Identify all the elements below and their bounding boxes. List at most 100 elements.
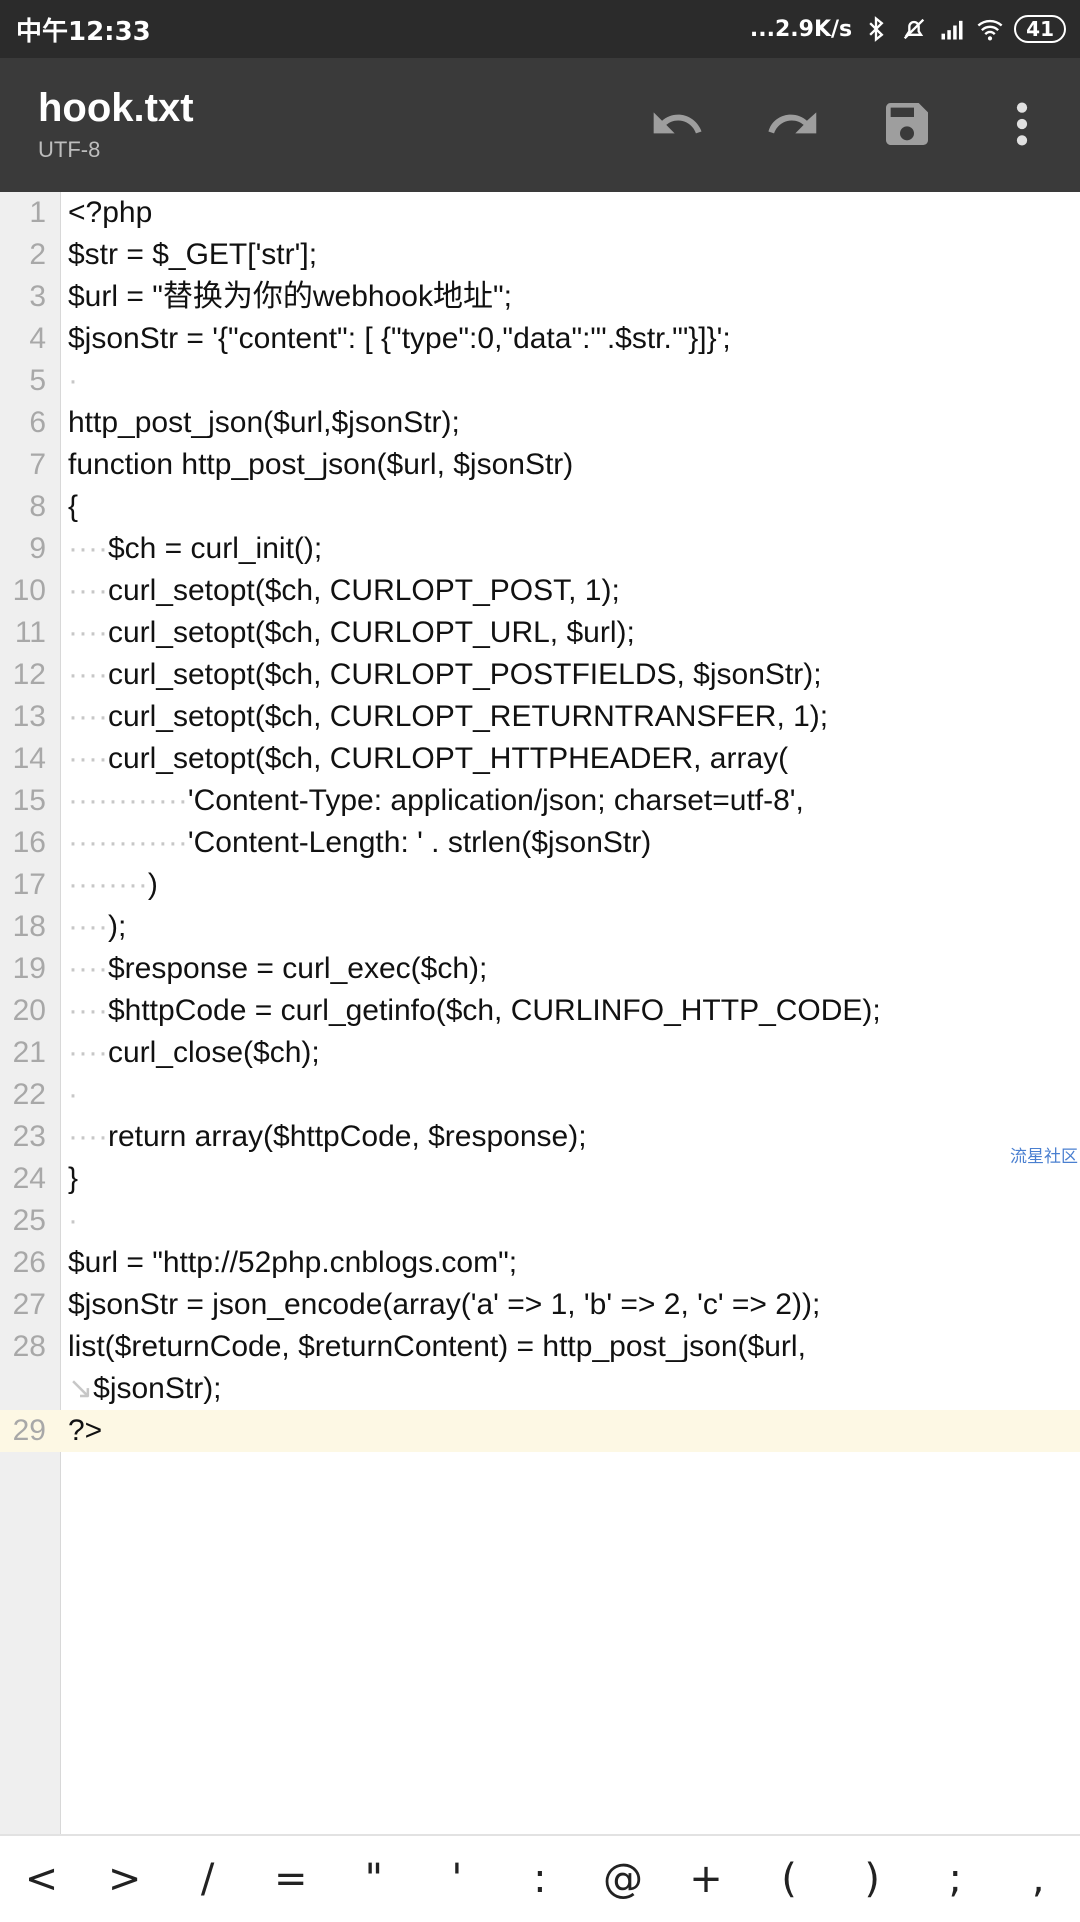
code-content[interactable]: <?php bbox=[68, 196, 153, 229]
symbol-key[interactable]: = bbox=[273, 1856, 308, 1902]
code-text[interactable]: ····); bbox=[68, 906, 126, 948]
symbol-key[interactable]: ; bbox=[948, 1856, 962, 1902]
code-line[interactable]: 25· bbox=[0, 1200, 1080, 1242]
code-line[interactable]: 21····curl_close($ch); bbox=[0, 1032, 1080, 1074]
code-text[interactable]: <?php bbox=[68, 192, 152, 234]
code-line[interactable]: 3$url = "替换为你的webhook地址"; bbox=[0, 276, 1080, 318]
code-content[interactable]: ) bbox=[147, 868, 158, 901]
code-text[interactable]: · bbox=[68, 1074, 78, 1116]
code-line[interactable]: 9····$ch = curl_init(); bbox=[0, 528, 1080, 570]
code-line[interactable]: 18····); bbox=[0, 906, 1080, 948]
code-text[interactable]: ····return array($httpCode, $response); bbox=[68, 1116, 587, 1158]
code-text[interactable]: ····curl_setopt($ch, CURLOPT_RETURNTRANS… bbox=[68, 696, 828, 738]
code-line[interactable]: 2$str = $_GET['str']; bbox=[0, 234, 1080, 276]
code-line[interactable]: 8{ bbox=[0, 486, 1080, 528]
code-line[interactable]: 4$jsonStr = '{"content": [ {"type":0,"da… bbox=[0, 318, 1080, 360]
code-content[interactable]: $url = "http://52php.cnblogs.com"; bbox=[68, 1246, 518, 1279]
code-content[interactable]: 'Content-Type: application/json; charset… bbox=[187, 784, 804, 817]
code-content[interactable]: curl_setopt($ch, CURLOPT_URL, $url); bbox=[107, 616, 635, 649]
code-text[interactable]: { bbox=[68, 486, 78, 528]
code-text[interactable]: ····$httpCode = curl_getinfo($ch, CURLIN… bbox=[68, 990, 881, 1032]
save-button[interactable] bbox=[875, 92, 939, 156]
symbol-key[interactable]: < bbox=[24, 1856, 59, 1902]
code-line[interactable]: 1<?php bbox=[0, 192, 1080, 234]
code-line[interactable]: 17········) bbox=[0, 864, 1080, 906]
code-text[interactable]: ····curl_setopt($ch, CURLOPT_POSTFIELDS,… bbox=[68, 654, 822, 696]
code-text[interactable]: ············'Content-Type: application/j… bbox=[68, 780, 804, 822]
code-content[interactable]: ?> bbox=[68, 1414, 103, 1447]
code-content[interactable]: $jsonStr = json_encode(array('a' => 1, '… bbox=[68, 1288, 821, 1321]
code-text[interactable]: $url = "替换为你的webhook地址"; bbox=[68, 276, 512, 318]
code-line[interactable]: 16············'Content-Length: ' . strle… bbox=[0, 822, 1080, 864]
code-content[interactable]: list($returnCode, $returnContent) = http… bbox=[68, 1330, 806, 1363]
code-text[interactable]: ············'Content-Length: ' . strlen(… bbox=[68, 822, 651, 864]
code-text[interactable]: ····$ch = curl_init(); bbox=[68, 528, 322, 570]
symbol-key[interactable]: ( bbox=[781, 1856, 797, 1902]
code-line[interactable]: 27$jsonStr = json_encode(array('a' => 1,… bbox=[0, 1284, 1080, 1326]
code-line[interactable]: 10····curl_setopt($ch, CURLOPT_POST, 1); bbox=[0, 570, 1080, 612]
code-content[interactable]: curl_close($ch); bbox=[107, 1036, 320, 1069]
code-content[interactable]: $url = "替换为你的webhook地址"; bbox=[68, 280, 512, 313]
code-content[interactable]: $httpCode = curl_getinfo($ch, CURLINFO_H… bbox=[107, 994, 881, 1027]
undo-button[interactable] bbox=[645, 92, 709, 156]
code-content[interactable]: return array($httpCode, $response); bbox=[107, 1120, 587, 1153]
code-text[interactable]: $jsonStr = '{"content": [ {"type":0,"dat… bbox=[68, 318, 731, 360]
code-text[interactable]: ?> bbox=[68, 1410, 102, 1452]
code-content[interactable]: curl_setopt($ch, CURLOPT_POSTFIELDS, $js… bbox=[107, 658, 822, 691]
file-encoding[interactable]: UTF-8 bbox=[38, 137, 101, 162]
code-line[interactable]: 20····$httpCode = curl_getinfo($ch, CURL… bbox=[0, 990, 1080, 1032]
code-content[interactable]: curl_setopt($ch, CURLOPT_HTTPHEADER, arr… bbox=[107, 742, 789, 775]
code-text[interactable]: } bbox=[68, 1158, 78, 1200]
code-text[interactable]: ····curl_setopt($ch, CURLOPT_HTTPHEADER,… bbox=[68, 738, 788, 780]
code-content[interactable]: http_post_json($url,$jsonStr); bbox=[68, 406, 460, 439]
code-line[interactable]: 22· bbox=[0, 1074, 1080, 1116]
code-content[interactable]: ); bbox=[107, 910, 127, 943]
code-content[interactable]: $ch = curl_init(); bbox=[107, 532, 323, 565]
symbol-key[interactable]: " bbox=[364, 1856, 383, 1902]
code-line[interactable]: 11····curl_setopt($ch, CURLOPT_URL, $url… bbox=[0, 612, 1080, 654]
code-line[interactable]: 5· bbox=[0, 360, 1080, 402]
code-content[interactable]: curl_setopt($ch, CURLOPT_RETURNTRANSFER,… bbox=[107, 700, 829, 733]
code-text[interactable]: · bbox=[68, 360, 78, 402]
code-line[interactable]: 24} bbox=[0, 1158, 1080, 1200]
symbol-key[interactable]: > bbox=[107, 1856, 142, 1902]
code-content[interactable]: curl_setopt($ch, CURLOPT_POST, 1); bbox=[107, 574, 620, 607]
code-content[interactable]: } bbox=[68, 1162, 79, 1195]
code-text[interactable]: function http_post_json($url, $jsonStr) bbox=[68, 444, 573, 486]
code-line[interactable]: 29?> bbox=[0, 1410, 1080, 1452]
code-content[interactable]: $response = curl_exec($ch); bbox=[107, 952, 488, 985]
code-text[interactable]: $str = $_GET['str']; bbox=[68, 234, 317, 276]
code-line[interactable]: 13····curl_setopt($ch, CURLOPT_RETURNTRA… bbox=[0, 696, 1080, 738]
code-line[interactable]: 26$url = "http://52php.cnblogs.com"; bbox=[0, 1242, 1080, 1284]
code-content[interactable]: { bbox=[68, 490, 79, 523]
code-line[interactable]: ↘$jsonStr); bbox=[0, 1368, 1080, 1410]
symbol-key[interactable]: : bbox=[533, 1856, 547, 1902]
symbol-key[interactable]: , bbox=[1031, 1856, 1045, 1902]
code-text[interactable]: ····curl_close($ch); bbox=[68, 1032, 320, 1074]
code-text[interactable]: ····curl_setopt($ch, CURLOPT_URL, $url); bbox=[68, 612, 635, 654]
code-line[interactable]: 19····$response = curl_exec($ch); bbox=[0, 948, 1080, 990]
more-options-button[interactable] bbox=[990, 92, 1054, 156]
symbol-key[interactable]: / bbox=[200, 1856, 215, 1902]
code-line[interactable]: 14····curl_setopt($ch, CURLOPT_HTTPHEADE… bbox=[0, 738, 1080, 780]
code-text[interactable]: ↘$jsonStr); bbox=[68, 1368, 222, 1410]
code-text[interactable]: · bbox=[68, 1200, 78, 1242]
symbol-key[interactable]: @ bbox=[602, 1856, 643, 1902]
code-content[interactable]: function http_post_json($url, $jsonStr) bbox=[68, 448, 574, 481]
code-text[interactable]: ····$response = curl_exec($ch); bbox=[68, 948, 487, 990]
code-line[interactable]: 23····return array($httpCode, $response)… bbox=[0, 1116, 1080, 1158]
code-text[interactable]: $jsonStr = json_encode(array('a' => 1, '… bbox=[68, 1284, 820, 1326]
redo-button[interactable] bbox=[760, 92, 824, 156]
code-content[interactable]: $str = $_GET['str']; bbox=[68, 238, 318, 271]
code-text[interactable]: $url = "http://52php.cnblogs.com"; bbox=[68, 1242, 517, 1284]
symbol-key[interactable]: ) bbox=[864, 1856, 880, 1902]
code-text[interactable]: http_post_json($url,$jsonStr); bbox=[68, 402, 460, 444]
code-text[interactable]: ········) bbox=[68, 864, 158, 906]
code-line[interactable]: 15············'Content-Type: application… bbox=[0, 780, 1080, 822]
symbol-key[interactable]: ' bbox=[451, 1856, 463, 1902]
